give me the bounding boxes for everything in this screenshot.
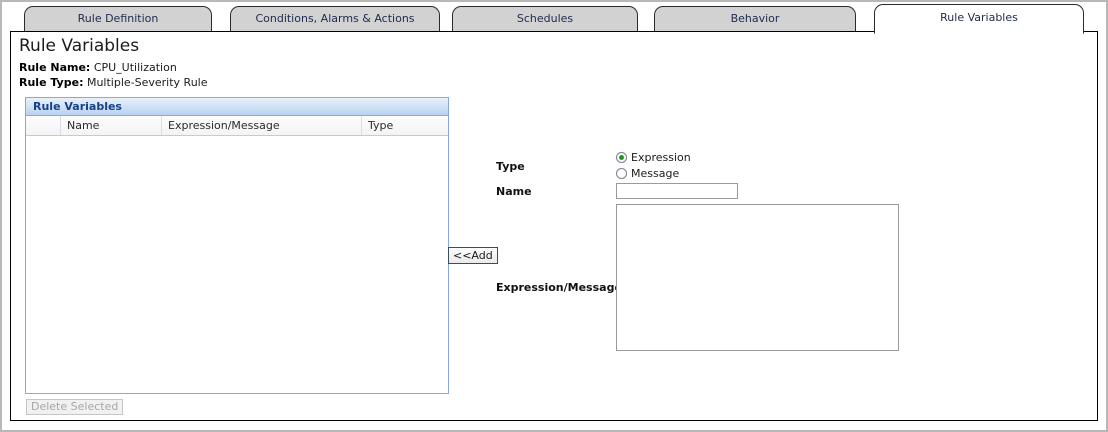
radio-expression-label: Expression xyxy=(631,150,691,164)
table-column-header-type[interactable]: Type xyxy=(368,119,394,132)
radio-option-message[interactable]: Message xyxy=(616,166,691,180)
table-column-header-expression[interactable]: Expression/Message xyxy=(162,116,362,135)
rule-type-value: Multiple-Severity Rule xyxy=(86,76,208,89)
tab-schedules[interactable]: Schedules xyxy=(452,6,638,32)
delete-selected-button[interactable]: Delete Selected xyxy=(26,399,124,415)
tab-rule-definition[interactable]: Rule Definition xyxy=(24,6,212,32)
radio-message-label: Message xyxy=(631,166,680,180)
radio-option-expression[interactable]: Expression xyxy=(616,150,691,164)
tab-strip: Rule Definition Conditions, Alarms & Act… xyxy=(2,2,1106,34)
rule-type-row: Rule Type: Multiple-Severity Rule xyxy=(19,76,208,89)
table-column-header-name[interactable]: Name xyxy=(61,116,162,135)
add-button[interactable]: <<Add xyxy=(448,247,498,264)
rule-type-label: Rule Type: xyxy=(19,76,84,89)
table-column-header-select[interactable] xyxy=(26,116,61,135)
rule-variables-table: Rule Variables Name Expression/Message T… xyxy=(25,97,449,394)
name-input[interactable] xyxy=(616,183,738,199)
page-title: Rule Variables xyxy=(19,36,140,56)
tab-conditions-alarms-actions[interactable]: Conditions, Alarms & Actions xyxy=(230,6,440,32)
table-header-row: Name Expression/Message Type xyxy=(26,116,448,136)
name-label: Name xyxy=(496,185,532,198)
rule-name-label: Rule Name: xyxy=(19,61,91,74)
tab-rule-variables[interactable]: Rule Variables xyxy=(874,4,1084,34)
type-radio-group: Expression Message xyxy=(616,150,691,182)
expression-message-textarea[interactable] xyxy=(616,204,899,351)
table-caption: Rule Variables xyxy=(26,98,448,116)
rule-name-value: CPU_Utilization xyxy=(93,61,177,74)
radio-expression-icon[interactable] xyxy=(616,151,627,163)
tab-behavior[interactable]: Behavior xyxy=(654,6,856,32)
table-body-empty[interactable] xyxy=(26,136,448,392)
content-panel: Rule Variables Rule Name: CPU_Utilizatio… xyxy=(10,31,1098,421)
type-label: Type xyxy=(496,160,525,173)
radio-message-icon[interactable] xyxy=(616,167,627,179)
rule-name-row: Rule Name: CPU_Utilization xyxy=(19,61,177,74)
expression-message-label: Expression/Message xyxy=(496,281,622,294)
